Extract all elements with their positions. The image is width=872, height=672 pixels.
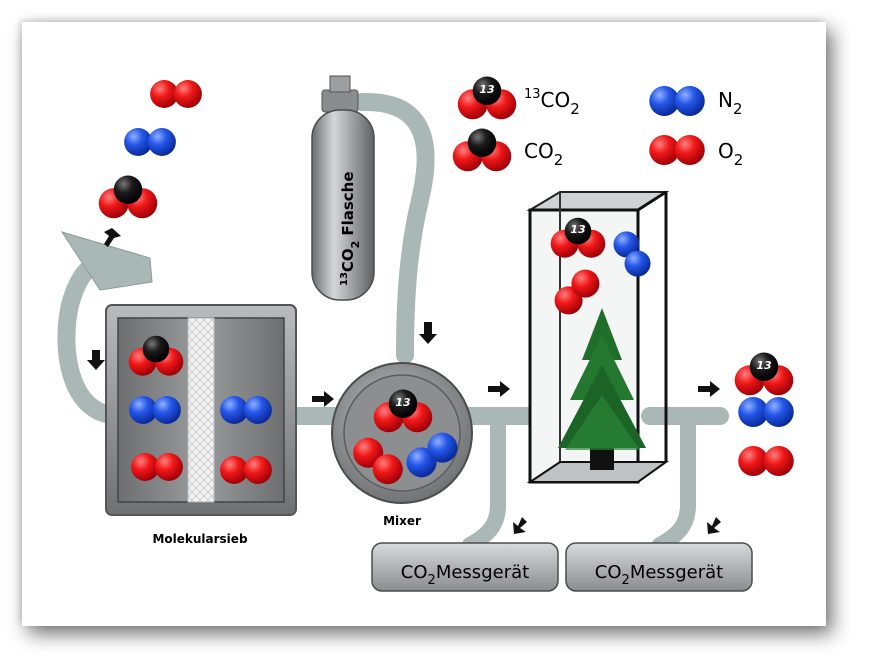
chamber-o2-molecule [554,269,600,315]
co2-cylinder [311,75,375,301]
sieve-label: Molekularsieb [152,532,247,546]
outlet-n2-molecule [738,397,794,427]
arrow-to-meter-2 [707,517,721,534]
outlet-o2-molecule [738,446,794,476]
legend-co2-molecule [452,128,512,172]
sieve-n2-right [220,396,272,424]
legend-13co2-label: 13CO2 [524,87,580,118]
christmas-tree [558,308,646,470]
arrow-down-return [87,350,105,370]
inlet-co2-molecule [98,175,158,219]
legend-n2-molecule [649,86,705,116]
inlet-o2-molecule [150,80,202,108]
svg-text:CO2Messgerät: CO2Messgerät [401,562,529,588]
molecules-layer: 13 13 13 13 [98,76,794,485]
arrow-right-3 [698,381,720,397]
legend-co2-label: CO2 [524,139,563,169]
sieve-o2-left [131,453,183,481]
co2-meter-1: CO2Messgerät [371,542,559,592]
mixer-n2-molecule [406,432,458,478]
legend-n2-label: N2 [718,88,743,118]
legend-o2-molecule [649,135,705,165]
arrow-to-meter-1 [513,517,527,534]
chamber-n2-molecule [613,231,651,277]
isotope-13-mark: 13 [756,359,772,372]
sieve-co2-molecule [128,335,184,376]
chamber-13co2-molecule: 13 [550,217,606,258]
arrow-into-funnel [104,228,121,247]
legend-o2-label: O2 [718,139,743,169]
meter-1-pipe [462,410,506,553]
legend-13co2-molecule: 13 [457,76,517,120]
sieve-n2-left [129,396,181,424]
pipe-network [57,92,729,553]
cylinder-label: 13CO2Flasche [339,171,362,286]
cylinder-pipe [353,92,435,364]
co2-meter-2: CO2Messgerät [565,542,753,592]
isotope-13-mark: 13 [395,396,411,409]
mixer-label: Mixer [383,514,421,528]
arrow-right-1 [312,391,334,407]
inlet-funnel [60,231,153,291]
arrow-down-cylinder [419,322,437,344]
inlet-n2-molecule [124,128,176,156]
isotope-13-mark: 13 [570,223,586,236]
isotope-13-mark: 13 [479,83,495,96]
svg-text:CO2Messgerät: CO2Messgerät [595,562,723,588]
sieve-o2-right [220,456,272,484]
mixer [331,362,473,504]
mixer-o2-molecule [353,437,403,485]
outlet-13co2-molecule: 13 [734,352,794,396]
sieve-membrane [187,317,215,503]
flow-arrows [87,228,721,534]
meter-2-pipe [652,410,696,553]
mixer-13co2-molecule: 13 [373,389,433,433]
arrow-right-2 [488,381,510,397]
